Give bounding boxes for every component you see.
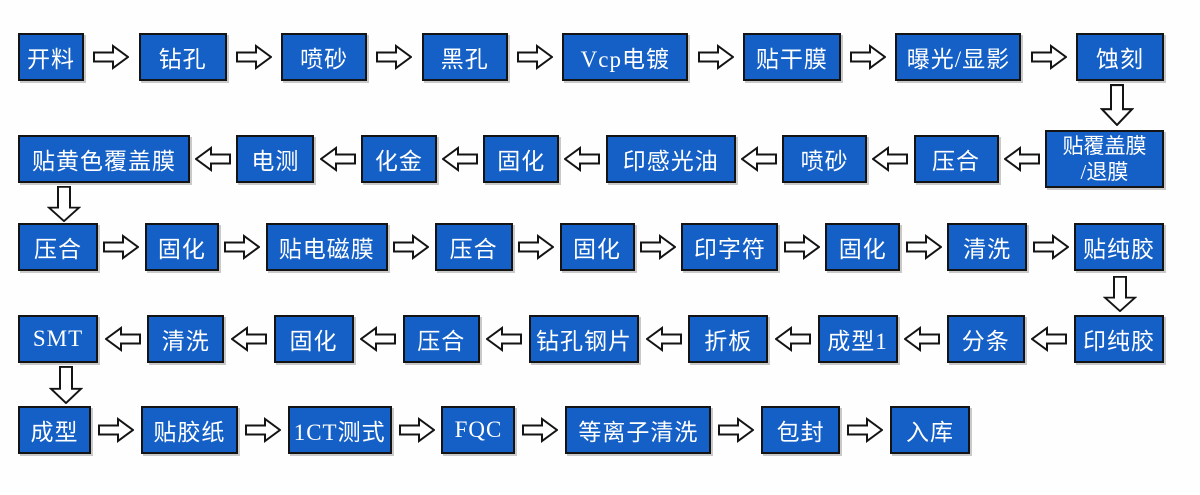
flow-arrow-right-icon [840,417,890,443]
flow-arrow-right-icon [711,417,761,443]
flow-step: 印纯胶 [1074,315,1164,363]
flow-step: 喷砂 [281,33,368,81]
flow-step: 喷砂 [782,135,868,183]
flow-arrow-right-icon [508,44,563,70]
flow-step: 压合 [434,223,513,271]
flow-arrow-left-icon [98,326,147,352]
flow-step: 印感光油 [605,135,736,183]
flow-step: 固化 [144,223,219,271]
flow-arrow-right-icon [392,417,442,443]
flow-step: 化金 [360,135,437,183]
flow-step: 固化 [559,223,635,271]
flow-step: 固化 [483,135,560,183]
flow-step: 贴黄色覆盖膜 [18,135,190,183]
flow-arrow-right-icon [778,234,825,260]
flow-arrow-right-icon [841,44,896,70]
flow-arrow-left-icon [867,146,913,172]
flow-step: 包封 [761,406,841,454]
flow-step: 成型1 [817,315,898,363]
flow-step: 入库 [889,406,970,454]
flow-arrow-left-icon [639,326,688,352]
flow-arrow-left-icon [768,326,817,352]
flow-arrow-right-icon [1021,44,1076,70]
flow-arrow-right-icon [513,234,560,260]
flow-arrow-down-icon [47,186,81,222]
flow-step: 开料 [18,33,84,81]
flow-arrow-left-icon [898,326,947,352]
flow-step: 贴覆盖膜 /退膜 [1044,130,1164,188]
flow-arrow-left-icon [354,326,403,352]
flow-row-3: 压合 固化 贴电磁膜 压合 固化 印字符 固化 清洗 贴纯胶 [18,223,1164,271]
flow-arrow-right-icon [515,417,565,443]
flow-row-5: 成型 贴胶纸 1CT测式 FQC 等离子清洗 包封 入库 [18,406,970,454]
flow-arrow-left-icon [190,146,236,172]
flow-arrow-left-icon [999,146,1045,172]
flow-step: 印字符 [681,223,779,271]
flow-arrow-left-icon [314,146,360,172]
flow-step: 成型 [18,406,91,454]
flow-step: 分条 [946,315,1025,363]
flow-step: 钻孔钢片 [529,315,639,363]
flow-step: 黑孔 [421,33,508,81]
flow-arrow-right-icon [84,44,139,70]
flow-arrow-left-icon [559,146,605,172]
flow-step: 固化 [825,223,901,271]
flow-arrow-right-icon [219,234,266,260]
flow-row-2: 贴黄色覆盖膜 电测 化金 固化 印感光油 喷砂 压合 贴覆盖膜 /退膜 [18,130,1164,188]
flow-step: 贴干膜 [742,33,841,81]
flow-step: 1CT测式 [287,406,392,454]
flow-arrow-left-icon [224,326,273,352]
flow-arrow-left-icon [480,326,529,352]
flow-arrow-down-icon [1100,84,1134,126]
flow-arrow-right-icon [227,44,282,70]
flow-arrow-left-icon [1025,326,1074,352]
flow-step: 等离子清洗 [565,406,712,454]
flow-arrow-down-icon [49,366,83,404]
flow-step: FQC [441,406,516,454]
flow-step: 贴电磁膜 [265,223,388,271]
flow-step: 贴纯胶 [1074,223,1164,271]
flow-arrow-right-icon [900,234,947,260]
flow-row-4: SMT 清洗 固化 压合 钻孔钢片 折板 成型1 分条 印纯胶 [18,315,1164,363]
flow-step: 曝光/显影 [895,33,1022,81]
flow-step: SMT [18,315,98,363]
flow-arrow-down-icon [1103,276,1137,312]
flow-step: 贴胶纸 [140,406,238,454]
flow-arrow-right-icon [1027,234,1074,260]
flow-step: 电测 [236,135,315,183]
flow-step: Vcp电镀 [562,33,689,81]
flow-step: 蚀刻 [1076,33,1165,81]
flow-arrow-right-icon [91,417,141,443]
flow-step: 压合 [18,223,98,271]
flow-row-1: 开料 钻孔 喷砂 黑孔 Vcp电镀 贴干膜 曝光/显影 蚀刻 [18,33,1165,81]
flow-arrow-left-icon [736,146,782,172]
flow-arrow-left-icon [437,146,483,172]
flow-arrow-right-icon [238,417,288,443]
flow-arrow-right-icon [635,234,682,260]
flow-step: 固化 [273,315,354,363]
flow-step: 钻孔 [138,33,227,81]
flow-arrow-right-icon [688,44,743,70]
flow-step: 清洗 [947,223,1028,271]
flow-arrow-right-icon [367,44,422,70]
flow-step: 压合 [402,315,480,363]
flow-step: 压合 [913,135,999,183]
flow-step: 折板 [688,315,769,363]
flow-arrow-right-icon [388,234,435,260]
flow-step: 清洗 [147,315,225,363]
flow-arrow-right-icon [98,234,145,260]
